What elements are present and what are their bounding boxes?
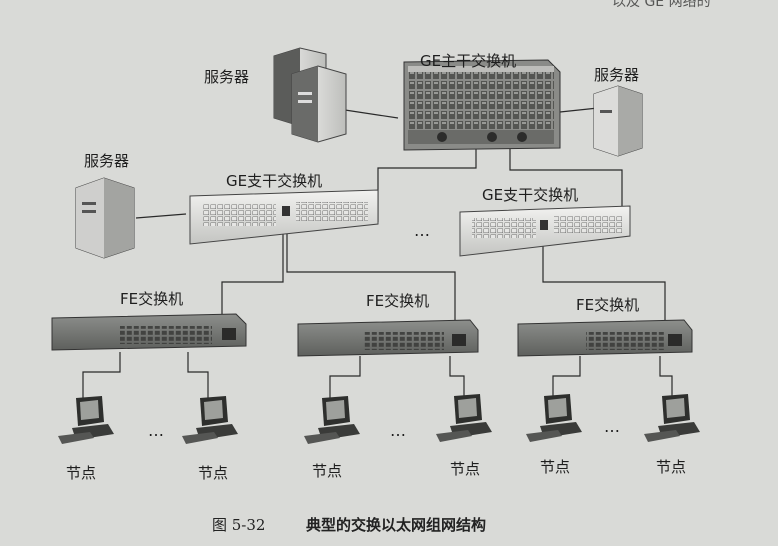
- branch-ellipsis: …: [414, 221, 430, 240]
- label-node-1: 节点: [66, 464, 96, 482]
- node-2-icon: [182, 396, 238, 444]
- label-server-left: 服务器: [84, 152, 129, 170]
- label-ge-branch-right: GE支干交换机: [482, 186, 578, 204]
- node-ellipsis-3: …: [604, 417, 620, 436]
- label-server-top-left: 服务器: [204, 68, 249, 86]
- node-computers: [58, 394, 700, 444]
- figure-caption-title: 典型的交换以太网组网结构: [306, 516, 486, 534]
- link-branch-fe1: [221, 222, 284, 330]
- node-ellipsis-1: …: [148, 421, 164, 440]
- label-node-5: 节点: [540, 458, 570, 476]
- ge-branch-switch-left: [189, 189, 379, 245]
- link-branch-fe3: [542, 232, 666, 336]
- server-top-right-icon: [593, 85, 643, 157]
- node-3-icon: [304, 396, 360, 444]
- label-fe-switch-1: FE交换机: [120, 290, 183, 308]
- label-ge-branch-left: GE支干交换机: [226, 172, 322, 190]
- link-fe2-node3: [329, 356, 361, 398]
- link-server-left-branch: [135, 213, 187, 219]
- node-5-icon: [526, 394, 582, 442]
- server-left-icon: [75, 177, 135, 259]
- label-node-6: 节点: [656, 458, 686, 476]
- link-main-branch-right: [509, 148, 623, 213]
- figure-number: 图 5-32: [212, 516, 265, 534]
- link-main-server-top-right: [559, 107, 599, 113]
- link-server-top-left-main: [344, 109, 399, 119]
- label-node-4: 节点: [450, 460, 480, 478]
- node-4-icon: [436, 394, 492, 442]
- node-6-icon: [644, 394, 700, 442]
- link-main-branch-left: [377, 148, 477, 222]
- label-node-2: 节点: [198, 464, 228, 482]
- link-fe2-node4: [449, 356, 465, 396]
- page-header-fragment: 以及 GE 网络的: [612, 0, 711, 10]
- fe-switch-2: [297, 319, 479, 357]
- ge-branch-switch-right: [459, 205, 631, 257]
- link-fe3-node5: [552, 356, 581, 396]
- label-ge-main-switch: GE主干交换机: [420, 52, 516, 70]
- label-node-3: 节点: [312, 462, 342, 480]
- node-1-icon: [58, 396, 114, 444]
- link-fe1-node1: [82, 352, 121, 398]
- link-fe3-node6: [659, 356, 673, 396]
- ge-main-switch: [403, 59, 561, 151]
- link-branch-fe2: [286, 222, 456, 334]
- label-fe-switch-3: FE交换机: [576, 296, 639, 314]
- node-ellipsis-2: …: [390, 421, 406, 440]
- fe-switch-1: [51, 313, 247, 351]
- label-server-top-right: 服务器: [594, 66, 639, 84]
- server-top-left-icon: [273, 47, 347, 143]
- link-fe1-node2: [187, 352, 209, 398]
- label-fe-switch-2: FE交换机: [366, 292, 429, 310]
- fe-switch-3: [517, 319, 693, 357]
